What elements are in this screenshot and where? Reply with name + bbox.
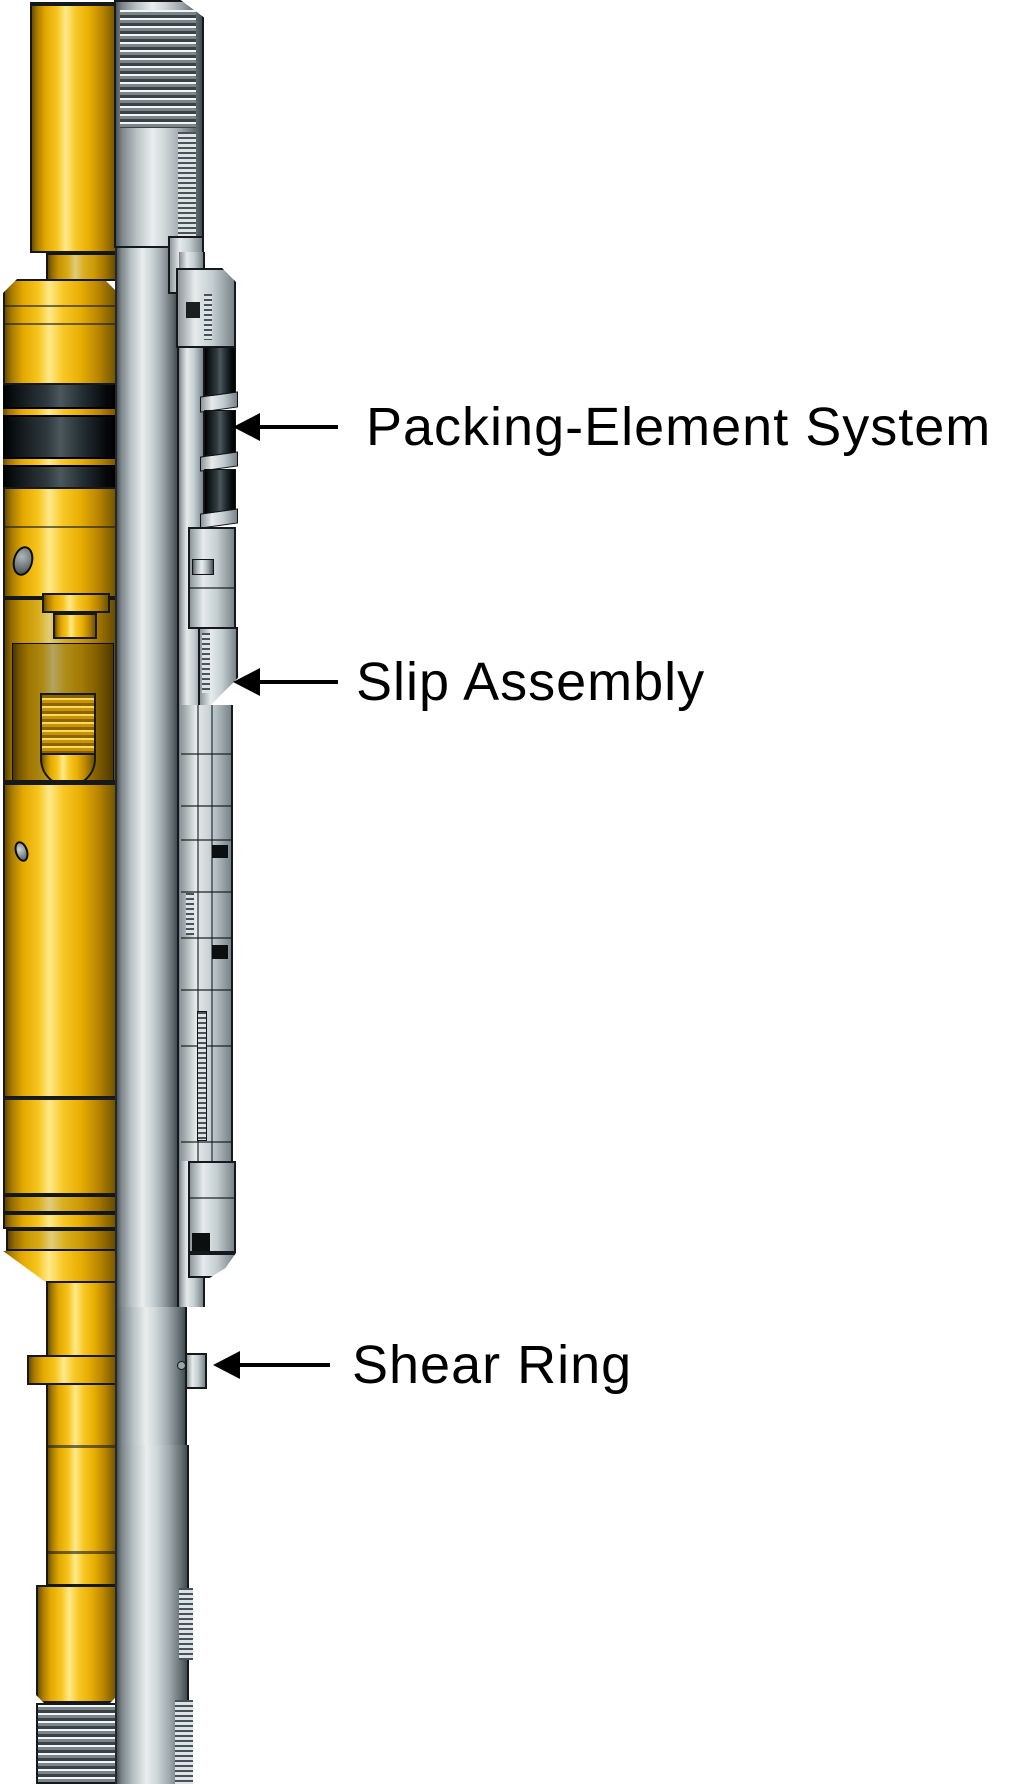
callout-slip-assembly: Slip Assembly [233, 655, 705, 709]
t-lug-stem [53, 613, 97, 639]
label-shear-ring: Shear Ring [352, 1335, 633, 1395]
packing-element-right-upper [204, 347, 236, 396]
leader-line [260, 425, 338, 429]
shear-ring [185, 1353, 207, 1389]
callout-shear-ring: Shear Ring [213, 1338, 632, 1392]
mechanism-step [181, 937, 231, 939]
housing-step-line [190, 587, 234, 589]
arrow-left-icon [233, 668, 260, 696]
lower-housing-chamfer [188, 1253, 236, 1278]
collar-inner-wall-threads [178, 132, 196, 242]
slip-ratchet-teeth [202, 633, 210, 693]
mechanism-step [181, 1141, 231, 1143]
bottom-coupling [36, 1585, 118, 1703]
bottom-pin-threads [36, 1703, 118, 1784]
ratchet-thread-strip [186, 893, 194, 935]
label-slip-assembly: Slip Assembly [356, 652, 706, 712]
slip-key-block [192, 559, 214, 575]
groove-line [5, 323, 116, 325]
collar-thread-texture [120, 10, 196, 128]
mechanism-step [181, 891, 231, 893]
ratchet-rod [197, 1011, 207, 1141]
sleeve-thread-patch [175, 1700, 193, 1784]
packing-spacer-left [3, 407, 118, 417]
parting-line [3, 780, 118, 783]
gold-top-cylinder [30, 2, 118, 253]
gold-lower-rod [46, 1281, 118, 1586]
sleeve-thread-patch [179, 1588, 193, 1660]
lower-sleeve [115, 1307, 187, 1447]
taper-cone [3, 1251, 118, 1282]
leader-line [240, 1363, 330, 1367]
lower-ring-2 [3, 1213, 118, 1229]
gold-long-cylinder [3, 783, 118, 1098]
housing-step-line [190, 1197, 234, 1199]
shear-collar-flange [27, 1355, 118, 1385]
gauge-ring [176, 268, 236, 348]
packing-element-left-lower [3, 467, 118, 487]
housing-seal-black [192, 1233, 210, 1251]
mechanism-seam [197, 705, 199, 1161]
packing-element-left-center [3, 417, 118, 457]
gold-mid-body [3, 487, 118, 598]
arrow-left-icon [233, 413, 260, 441]
set-screw [186, 302, 200, 318]
t-lug-bar [42, 593, 110, 613]
leader-line [260, 680, 338, 684]
arrow-left-icon [213, 1351, 240, 1379]
groove-line [5, 305, 116, 307]
gold-upper-body [3, 279, 118, 385]
rod-joint-line [48, 1551, 116, 1554]
lower-ring-3 [6, 1229, 118, 1251]
slip-wedge [198, 627, 238, 709]
callout-packing-element-system: Packing-Element System [233, 400, 991, 454]
lower-housing [188, 1161, 236, 1253]
packing-spacer-left [3, 457, 118, 467]
mechanism-step [181, 839, 231, 841]
lock-ring-black [212, 945, 228, 959]
packing-element-left-upper [3, 385, 118, 407]
gold-neck [46, 253, 118, 281]
packing-element-right-center [204, 410, 236, 456]
mechanism-step [181, 753, 231, 755]
threaded-stud [40, 693, 96, 755]
mechanism-column [181, 705, 233, 1161]
shear-screw-dot [177, 1361, 186, 1370]
mechanism-step [181, 989, 231, 991]
rod-joint-line [48, 1445, 116, 1448]
label-packing-element-system: Packing-Element System [366, 397, 992, 457]
parting-line [5, 526, 116, 528]
top-collar [114, 0, 204, 248]
mechanism-step [181, 805, 231, 807]
lower-ring-1 [3, 1195, 118, 1213]
ring-thread-texture [204, 294, 212, 340]
mechanism-seam [211, 705, 213, 1161]
slip-housing-upper [188, 527, 236, 629]
gold-lower-body [3, 1098, 118, 1195]
lock-ring-black [212, 845, 228, 858]
